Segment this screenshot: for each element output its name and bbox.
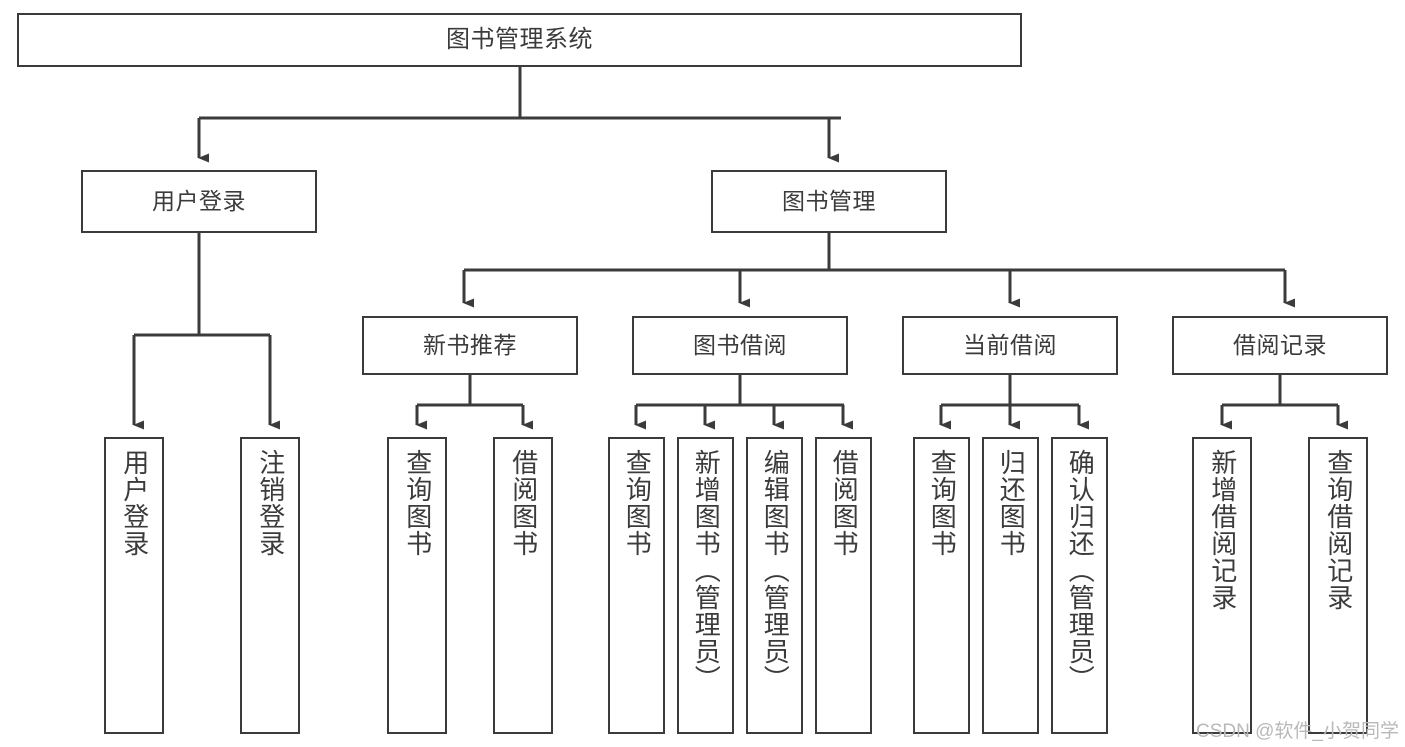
node-current-borrow-label: 当前借阅 (963, 331, 1057, 358)
node-leaf-logout-label: 注销登录 (255, 449, 286, 557)
node-book-borrow-label: 图书借阅 (693, 331, 787, 358)
node-leaf-add-borrow-record-label: 新增借阅记录 (1207, 449, 1238, 611)
node-book-management[interactable]: 图书管理 (711, 170, 947, 233)
node-leaf-borrow-book-label: 借阅图书 (829, 449, 860, 557)
node-leaf-borrow-book-recommend-label: 借阅图书 (508, 449, 539, 557)
node-leaf-return-book[interactable]: 归还图书 (982, 437, 1039, 734)
node-leaf-query-book-current[interactable]: 查询图书 (913, 437, 970, 734)
node-leaf-confirm-return[interactable]: 确认归还（管理员） (1051, 437, 1108, 734)
node-leaf-user-login[interactable]: 用户登录 (104, 437, 164, 734)
node-leaf-add-borrow-record[interactable]: 新增借阅记录 (1192, 437, 1252, 734)
node-leaf-confirm-return-label: 确认归还（管理员） (1065, 449, 1096, 692)
node-leaf-logout[interactable]: 注销登录 (240, 437, 300, 734)
node-leaf-query-book-borrow[interactable]: 查询图书 (608, 437, 665, 734)
node-user-login[interactable]: 用户登录 (81, 170, 317, 233)
node-leaf-edit-book-label: 编辑图书（管理员） (760, 449, 791, 692)
node-borrow-record[interactable]: 借阅记录 (1172, 316, 1388, 375)
node-root[interactable]: 图书管理系统 (17, 13, 1022, 67)
node-leaf-return-book-label: 归还图书 (996, 449, 1027, 557)
node-book-management-label: 图书管理 (782, 187, 876, 214)
node-leaf-query-borrow-record[interactable]: 查询借阅记录 (1308, 437, 1368, 734)
node-current-borrow[interactable]: 当前借阅 (902, 316, 1118, 375)
node-root-label: 图书管理系统 (446, 25, 593, 53)
node-borrow-record-label: 借阅记录 (1233, 331, 1327, 358)
csdn-watermark: CSDN @软件_小贺同学 (1196, 721, 1399, 742)
node-leaf-borrow-book[interactable]: 借阅图书 (815, 437, 872, 734)
node-leaf-query-borrow-record-label: 查询借阅记录 (1323, 449, 1354, 611)
node-new-book-recommend-label: 新书推荐 (423, 331, 517, 358)
node-leaf-add-book[interactable]: 新增图书（管理员） (677, 437, 734, 734)
node-leaf-query-book-recommend-label: 查询图书 (402, 449, 433, 557)
node-user-login-label: 用户登录 (152, 187, 246, 214)
node-leaf-edit-book[interactable]: 编辑图书（管理员） (746, 437, 803, 734)
node-book-borrow[interactable]: 图书借阅 (632, 316, 848, 375)
node-leaf-query-book-borrow-label: 查询图书 (622, 449, 653, 557)
node-new-book-recommend[interactable]: 新书推荐 (362, 316, 578, 375)
node-leaf-borrow-book-recommend[interactable]: 借阅图书 (493, 437, 553, 734)
node-leaf-query-book-current-label: 查询图书 (927, 449, 958, 557)
node-leaf-add-book-label: 新增图书（管理员） (691, 449, 722, 692)
node-leaf-query-book-recommend[interactable]: 查询图书 (387, 437, 447, 734)
node-leaf-user-login-label: 用户登录 (119, 449, 150, 557)
